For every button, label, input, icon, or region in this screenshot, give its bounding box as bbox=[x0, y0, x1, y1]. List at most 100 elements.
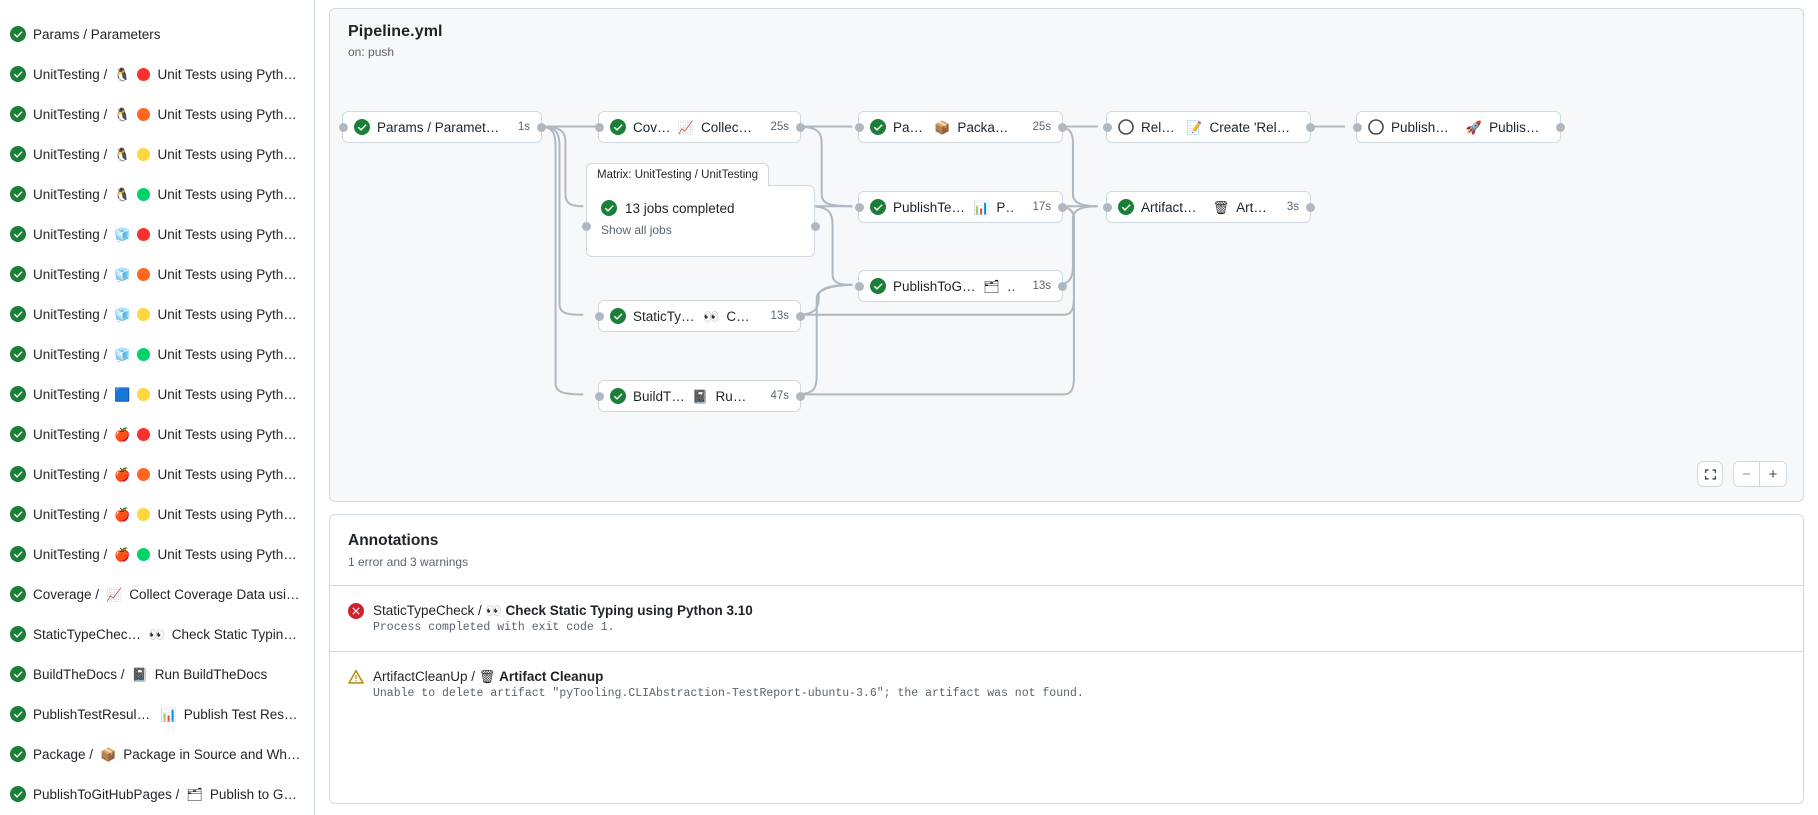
success-check-icon bbox=[10, 146, 26, 162]
show-all-jobs-link[interactable]: Show all jobs bbox=[601, 223, 672, 237]
os-emoji-icon: 🧊 bbox=[114, 266, 131, 282]
warning-icon bbox=[348, 669, 364, 685]
graph-node-ghpages[interactable]: PublishToGitHubPages / 🗂…13s bbox=[854, 270, 1067, 302]
sidebar-job-item[interactable]: PublishTestResults / 📊Publish Test Resu… bbox=[0, 694, 314, 734]
success-check-icon bbox=[870, 119, 886, 135]
success-check-icon bbox=[10, 106, 26, 122]
sidebar-job-item[interactable]: UnitTesting / 🧊 Unit Tests using Pyth… bbox=[0, 334, 314, 374]
matrix-group-body[interactable]: 13 jobs completed Show all jobs bbox=[586, 185, 815, 257]
sidebar-job-step-label: Unit Tests using Pyth… bbox=[157, 266, 297, 282]
success-check-icon bbox=[10, 786, 26, 802]
graph-node-package[interactable]: Package / 📦Package in So…25s bbox=[854, 111, 1067, 143]
os-emoji-icon: 🧊 bbox=[114, 346, 131, 362]
sidebar-job-label: BuildTheDocs / bbox=[33, 666, 125, 682]
sidebar-job-item[interactable]: UnitTesting / 🧊Unit Tests using Pyth… bbox=[0, 294, 314, 334]
sidebar-job-item[interactable]: UnitTesting / 🍎Unit Tests using Pyth… bbox=[0, 534, 314, 574]
graph-node-testres[interactable]: PublishTestResults / 📊Pu…17s bbox=[854, 191, 1067, 223]
step-emoji-icon: 👀 bbox=[703, 308, 720, 324]
annotations-card: Annotations 1 error and 3 warnings Stati… bbox=[329, 514, 1804, 804]
sidebar-job-step-label: Unit Tests using Pyth… bbox=[157, 306, 297, 322]
fit-to-screen-button[interactable] bbox=[1697, 461, 1723, 487]
node-output-port bbox=[795, 122, 805, 132]
sidebar-job-label: Coverage / bbox=[33, 586, 100, 602]
sidebar-job-item[interactable]: Package / 📦Package in Source and Wh… bbox=[0, 734, 314, 774]
sidebar-job-label: UnitTesting / bbox=[33, 346, 108, 362]
graph-canvas[interactable]: Matrix: UnitTesting / UnitTesting 13 job… bbox=[330, 9, 1803, 501]
sidebar-job-step-label: Unit Tests using Pyth… bbox=[157, 226, 297, 242]
zoom-in-button[interactable]: + bbox=[1760, 462, 1786, 486]
annotation-message: Unable to delete artifact "pyTooling.CLI… bbox=[373, 687, 1084, 700]
step-emoji-icon: 🚀 bbox=[1465, 119, 1483, 135]
annotation-body: StaticTypeCheck / 👀 Check Static Typing … bbox=[373, 603, 753, 634]
graph-node-pypi[interactable]: PublishOnPyPI / 🚀Publish to … bbox=[1352, 111, 1565, 143]
node-output-port bbox=[1555, 122, 1565, 132]
annotation-item[interactable]: StaticTypeCheck / 👀 Check Static Typing … bbox=[330, 585, 1803, 651]
sidebar-job-item[interactable]: UnitTesting / 🧊Unit Tests using Pyth… bbox=[0, 254, 314, 294]
graph-node-release[interactable]: Release / 📝Create 'Release P… bbox=[1102, 111, 1315, 143]
workflow-graph-card: Pipeline.yml on: push bbox=[329, 8, 1804, 502]
sidebar-job-step-label: Unit Tests using Pyth… bbox=[157, 546, 297, 562]
os-emoji-icon: 🍎 bbox=[114, 546, 131, 562]
sidebar-job-step-label: Unit Tests using Pyth… bbox=[157, 506, 297, 522]
python-version-dot bbox=[137, 507, 151, 521]
sidebar-job-step-label: Run BuildTheDocs bbox=[154, 666, 268, 682]
success-check-icon bbox=[10, 26, 26, 42]
os-emoji-icon: 📈 bbox=[106, 586, 123, 602]
sidebar-job-item[interactable]: UnitTesting / 🟦Unit Tests using Pyth… bbox=[0, 374, 314, 414]
annotation-step-label: Check Static Typing using Python 3.10 bbox=[505, 603, 753, 618]
graph-node-step-label: Collect Cove… bbox=[700, 119, 752, 135]
python-version-dot bbox=[137, 147, 151, 161]
os-emoji-icon: 🟦 bbox=[114, 386, 131, 402]
sidebar-job-item[interactable]: UnitTesting / 🐧Unit Tests using Pyth… bbox=[0, 134, 314, 174]
sidebar-job-item[interactable]: StaticTypeCheck / 👀Check Static Typing… bbox=[0, 614, 314, 654]
os-emoji-icon: 📦 bbox=[100, 746, 117, 762]
sidebar-job-item[interactable]: Coverage / 📈Collect Coverage Data usi… bbox=[0, 574, 314, 614]
matrix-group-unittesting[interactable]: Matrix: UnitTesting / UnitTesting 13 job… bbox=[581, 163, 820, 257]
os-emoji-icon: 🧊 bbox=[114, 226, 131, 242]
python-version-dot bbox=[137, 187, 151, 201]
graph-node-step-label: Run Buil… bbox=[715, 388, 753, 404]
graph-node-duration: 1s bbox=[517, 121, 530, 133]
sidebar-job-item[interactable]: PublishToGitHubPages / 🗂Publish to G… bbox=[0, 774, 314, 814]
sidebar-job-item[interactable]: BuildTheDocs / 📓Run BuildTheDocs bbox=[0, 654, 314, 694]
zoom-group[interactable]: − + bbox=[1733, 461, 1787, 487]
graph-node-label: StaticTypeCheck / bbox=[633, 308, 697, 324]
sidebar-job-item[interactable]: UnitTesting / 🐧Unit Tests using Pyth… bbox=[0, 94, 314, 134]
sidebar-job-item[interactable]: UnitTesting / 🧊Unit Tests using Pyth… bbox=[0, 214, 314, 254]
python-version-dot bbox=[137, 387, 151, 401]
graph-node-builddocs[interactable]: BuildTheDocs / 📓Run Buil…47s bbox=[594, 380, 805, 412]
workflow-trigger: on: push bbox=[348, 45, 395, 59]
sidebar-job-label: Package / bbox=[33, 746, 94, 762]
sidebar-job-item[interactable]: UnitTesting / 🐧Unit Tests using Pyth… bbox=[0, 174, 314, 214]
sidebar-job-item[interactable]: UnitTesting / 🐧Unit Tests using Pyth… bbox=[0, 54, 314, 94]
step-emoji-icon: 📓 bbox=[692, 388, 709, 404]
python-version-dot bbox=[137, 307, 151, 321]
sidebar-job-item[interactable]: Params / Parameters bbox=[0, 14, 314, 54]
graph-node-duration: 47s bbox=[770, 390, 789, 402]
os-emoji-icon: 🐧 bbox=[114, 186, 131, 202]
sidebar-job-label: UnitTesting / bbox=[33, 146, 108, 162]
graph-node-typecheck[interactable]: StaticTypeCheck / 👀Chec…13s bbox=[594, 300, 805, 332]
graph-node-coverage[interactable]: Coverage / 📈Collect Cove…25s bbox=[594, 111, 805, 143]
zoom-out-button[interactable]: − bbox=[1734, 462, 1760, 486]
sidebar-job-step-label: Check Static Typing… bbox=[171, 626, 304, 642]
graph-node-cleanup[interactable]: ArtifactCleanUp / 🗑Artifac…3s bbox=[1102, 191, 1315, 223]
graph-node-label: PublishTestResults / bbox=[893, 199, 966, 215]
step-emoji-icon: 📈 bbox=[677, 119, 694, 135]
sidebar-job-step-label: Unit Tests using Pyth… bbox=[157, 346, 297, 362]
pending-circle-icon bbox=[1118, 119, 1134, 135]
sidebar-job-item[interactable]: UnitTesting / 🍎Unit Tests using Pyth… bbox=[0, 414, 314, 454]
graph-node-label: ArtifactCleanUp / bbox=[1141, 199, 1206, 215]
success-check-icon bbox=[354, 119, 370, 135]
success-check-icon bbox=[10, 266, 26, 282]
sidebar-job-label: Params / Parameters bbox=[33, 26, 161, 42]
sidebar-job-item[interactable]: UnitTesting / 🍎Unit Tests using Pyth… bbox=[0, 494, 314, 534]
node-input-port bbox=[594, 122, 604, 132]
step-emoji-icon: 🗂 bbox=[983, 278, 1000, 294]
sidebar-job-item[interactable]: UnitTesting / 🍎Unit Tests using Pyth… bbox=[0, 454, 314, 494]
graph-header: Pipeline.yml on: push bbox=[330, 9, 1803, 59]
zoom-controls[interactable]: − + bbox=[1697, 461, 1787, 487]
